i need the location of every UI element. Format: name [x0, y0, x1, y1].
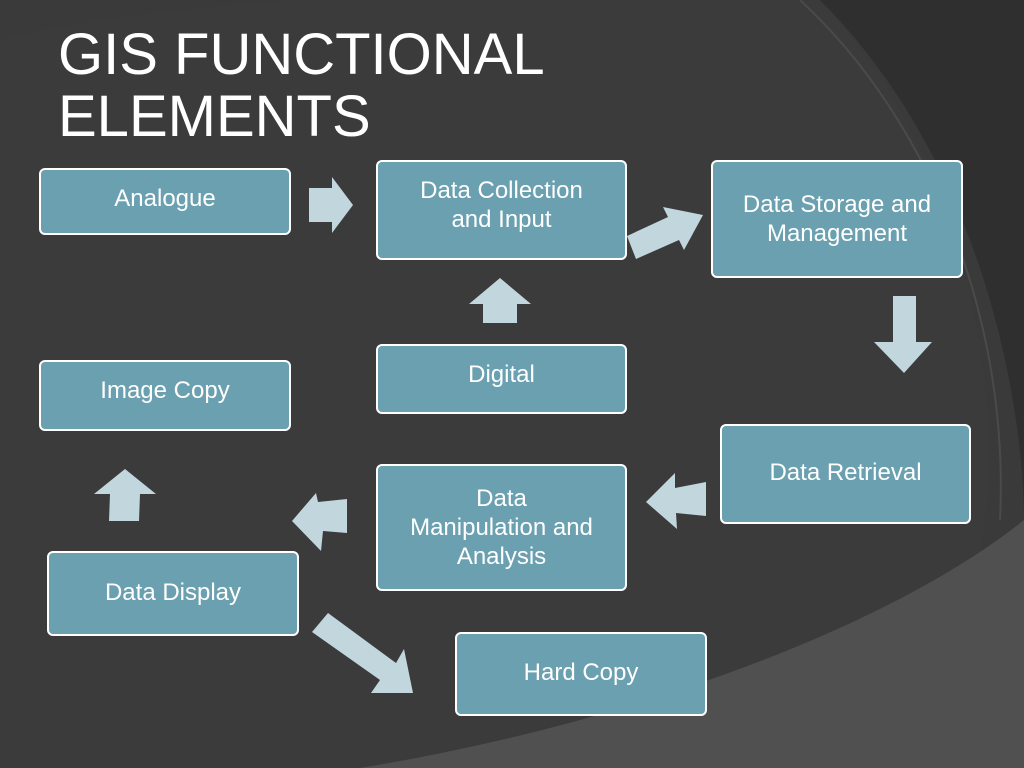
- box-data-manipulation: Data Manipulation and Analysis: [376, 464, 627, 591]
- box-hard-copy-label: Hard Copy: [523, 659, 639, 686]
- box-data-collection-line-1: Data Collection: [420, 177, 583, 204]
- box-image-copy-label: Image Copy: [100, 377, 230, 404]
- box-data-display: Data Display: [47, 551, 299, 636]
- box-hard-copy: Hard Copy: [455, 632, 707, 716]
- box-data-collection: Data Collection and Input: [376, 160, 627, 260]
- box-image-copy: Image Copy: [39, 360, 291, 431]
- slide-title-line-1: GIS FUNCTIONAL: [58, 22, 545, 87]
- box-data-storage-line-1: Data Storage and: [742, 191, 932, 218]
- box-analogue: Analogue: [39, 168, 291, 235]
- box-data-collection-line-2: and Input: [451, 206, 552, 233]
- box-data-manipulation-line-3: Analysis: [456, 543, 547, 570]
- slide-title: GIS FUNCTIONAL ELEMENTS: [58, 24, 545, 148]
- box-data-manipulation-line-2: Manipulation and: [410, 514, 593, 541]
- box-data-manipulation-line-1: Data: [476, 485, 527, 512]
- box-data-retrieval-label: Data Retrieval: [769, 459, 922, 486]
- slide-title-line-2: ELEMENTS: [58, 84, 371, 149]
- box-data-display-label: Data Display: [104, 579, 242, 606]
- box-data-retrieval: Data Retrieval: [720, 424, 971, 524]
- box-analogue-label: Analogue: [114, 185, 216, 212]
- box-digital-label: Digital: [468, 361, 535, 388]
- box-digital: Digital: [376, 344, 627, 414]
- box-data-storage-line-2: Management: [766, 220, 908, 247]
- box-data-storage: Data Storage and Management: [711, 160, 963, 278]
